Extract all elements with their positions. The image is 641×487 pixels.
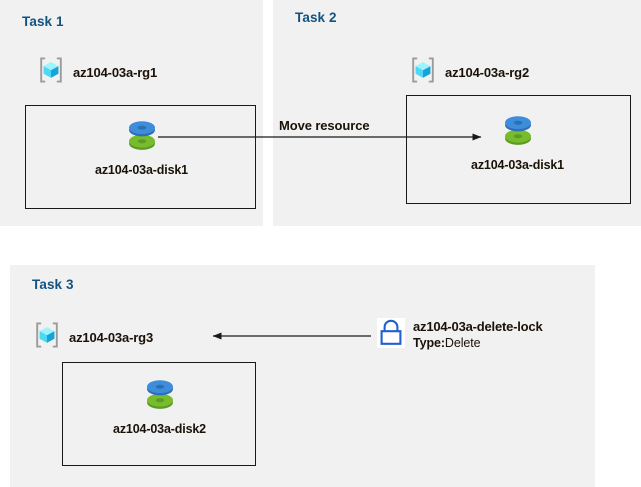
azure-disk-icon bbox=[122, 113, 162, 160]
disk-label-disk1-task1: az104-03a-disk1 bbox=[95, 163, 188, 177]
azure-resource-group-icon bbox=[408, 55, 438, 90]
delete-lock-name: az104-03a-delete-lock bbox=[413, 319, 543, 334]
azure-resource-group-icon bbox=[32, 320, 62, 355]
resource-group-box-rg3 bbox=[62, 362, 256, 466]
disk-item-disk2-task3: az104-03a-disk2 bbox=[97, 372, 222, 436]
disk-item-disk1-task2: az104-03a-disk1 bbox=[455, 108, 580, 172]
resource-group-header-rg2: az104-03a-rg2 bbox=[408, 55, 529, 90]
delete-lock-text: az104-03a-delete-lock Type:Delete bbox=[413, 318, 543, 350]
delete-lock-item: az104-03a-delete-lock Type:Delete bbox=[377, 318, 543, 353]
disk-label-disk1-task2: az104-03a-disk1 bbox=[471, 158, 564, 172]
disk-label-disk2-task3: az104-03a-disk2 bbox=[113, 422, 206, 436]
resource-group-label-rg2: az104-03a-rg2 bbox=[445, 65, 530, 80]
resource-group-label-rg3: az104-03a-rg3 bbox=[69, 330, 154, 345]
panel-title-task-2: Task 2 bbox=[295, 10, 337, 25]
move-resource-arrow-label: Move resource bbox=[279, 118, 370, 133]
azure-disk-icon bbox=[498, 108, 538, 155]
delete-lock-type-value: Delete bbox=[444, 336, 481, 350]
azure-resource-group-icon bbox=[36, 55, 66, 90]
panel-title-task-1: Task 1 bbox=[22, 14, 64, 29]
delete-lock-type: Type:Delete bbox=[413, 336, 542, 350]
resource-group-label-rg1: az104-03a-rg1 bbox=[73, 65, 158, 80]
resource-group-box-rg2 bbox=[406, 95, 631, 204]
disk-item-disk1-task1: az104-03a-disk1 bbox=[79, 113, 204, 177]
resource-group-header-rg3: az104-03a-rg3 bbox=[32, 320, 153, 355]
azure-disk-icon bbox=[140, 372, 180, 419]
resource-group-header-rg1: az104-03a-rg1 bbox=[36, 55, 157, 90]
panel-title-task-3: Task 3 bbox=[32, 277, 74, 292]
lock-icon bbox=[377, 318, 405, 353]
delete-lock-type-key: Type: bbox=[413, 336, 445, 350]
